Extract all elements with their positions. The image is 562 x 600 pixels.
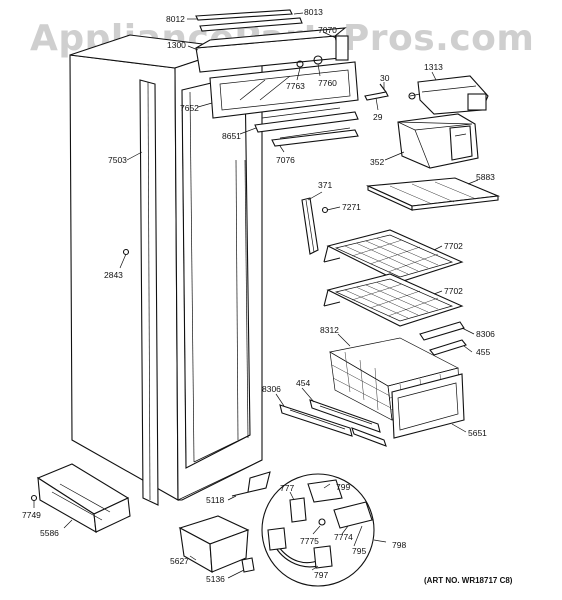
shelf-side-bracket bbox=[301, 197, 319, 255]
callout-7652: 7652 bbox=[180, 103, 199, 113]
callout-7760: 7760 bbox=[318, 78, 337, 88]
callout-7774: 7774 bbox=[334, 532, 353, 542]
slide-rails-right bbox=[419, 321, 467, 356]
callout-455: 455 bbox=[476, 347, 490, 357]
wire-bracket-5118 bbox=[231, 471, 271, 497]
callout-5651: 5651 bbox=[468, 428, 487, 438]
wire-shelf-lower bbox=[323, 273, 464, 327]
callout-7702-lower: 7702 bbox=[444, 286, 463, 296]
callout-5627: 5627 bbox=[170, 556, 189, 566]
callout-7749: 7749 bbox=[22, 510, 41, 520]
callout-798: 798 bbox=[392, 540, 406, 550]
callout-8013: 8013 bbox=[304, 7, 323, 17]
callout-29: 29 bbox=[373, 112, 383, 122]
callout-797: 797 bbox=[314, 570, 328, 580]
wire-basket bbox=[329, 337, 465, 439]
callout-7775: 7775 bbox=[300, 536, 319, 546]
callout-labels: 8012 8013 7070 1300 7763 7760 7652 8651 … bbox=[22, 7, 495, 584]
callout-5136: 5136 bbox=[206, 574, 225, 584]
machine-compartment-cover bbox=[36, 463, 131, 534]
callout-7763: 7763 bbox=[286, 81, 305, 91]
callout-2843: 2843 bbox=[104, 270, 123, 280]
side-rail-strip bbox=[139, 79, 159, 506]
callout-8306-right: 8306 bbox=[476, 329, 495, 339]
leader-lines bbox=[33, 12, 479, 579]
callout-30: 30 bbox=[380, 73, 390, 83]
ice-bucket bbox=[397, 113, 479, 169]
freezer-shelf-top bbox=[365, 177, 501, 211]
clip-5136 bbox=[241, 557, 255, 573]
callout-7503: 7503 bbox=[108, 155, 127, 165]
callout-795: 795 bbox=[352, 546, 366, 556]
tray-5627 bbox=[178, 515, 250, 573]
callout-8651: 8651 bbox=[222, 131, 241, 141]
callout-799: 799 bbox=[336, 482, 350, 492]
screw-7749 bbox=[30, 494, 38, 502]
callout-8312: 8312 bbox=[320, 325, 339, 335]
ice-maker-fittings bbox=[364, 83, 389, 101]
callout-1313: 1313 bbox=[424, 62, 443, 72]
ice-maker bbox=[408, 75, 489, 115]
callout-371: 371 bbox=[318, 180, 332, 190]
callout-777: 777 bbox=[280, 483, 294, 493]
callout-352: 352 bbox=[370, 157, 384, 167]
callout-8012: 8012 bbox=[166, 14, 185, 24]
detail-circle-798 bbox=[261, 473, 375, 587]
callout-7702-upper: 7702 bbox=[444, 241, 463, 251]
wire-shelf-upper bbox=[323, 229, 464, 283]
art-number: (ART NO. WR18717 C8) bbox=[424, 576, 513, 585]
callout-8306-left: 8306 bbox=[262, 384, 281, 394]
callout-7271: 7271 bbox=[342, 202, 361, 212]
callout-5118: 5118 bbox=[206, 495, 225, 505]
callout-5883: 5883 bbox=[476, 172, 495, 182]
top-control-housing bbox=[195, 9, 359, 147]
callout-7070: 7070 bbox=[318, 25, 337, 35]
callout-454: 454 bbox=[296, 378, 310, 388]
slide-rails-left bbox=[279, 399, 387, 447]
callout-1300: 1300 bbox=[167, 40, 186, 50]
callout-5586: 5586 bbox=[40, 528, 59, 538]
screw-7271 bbox=[321, 206, 329, 214]
callout-7076: 7076 bbox=[276, 155, 295, 165]
